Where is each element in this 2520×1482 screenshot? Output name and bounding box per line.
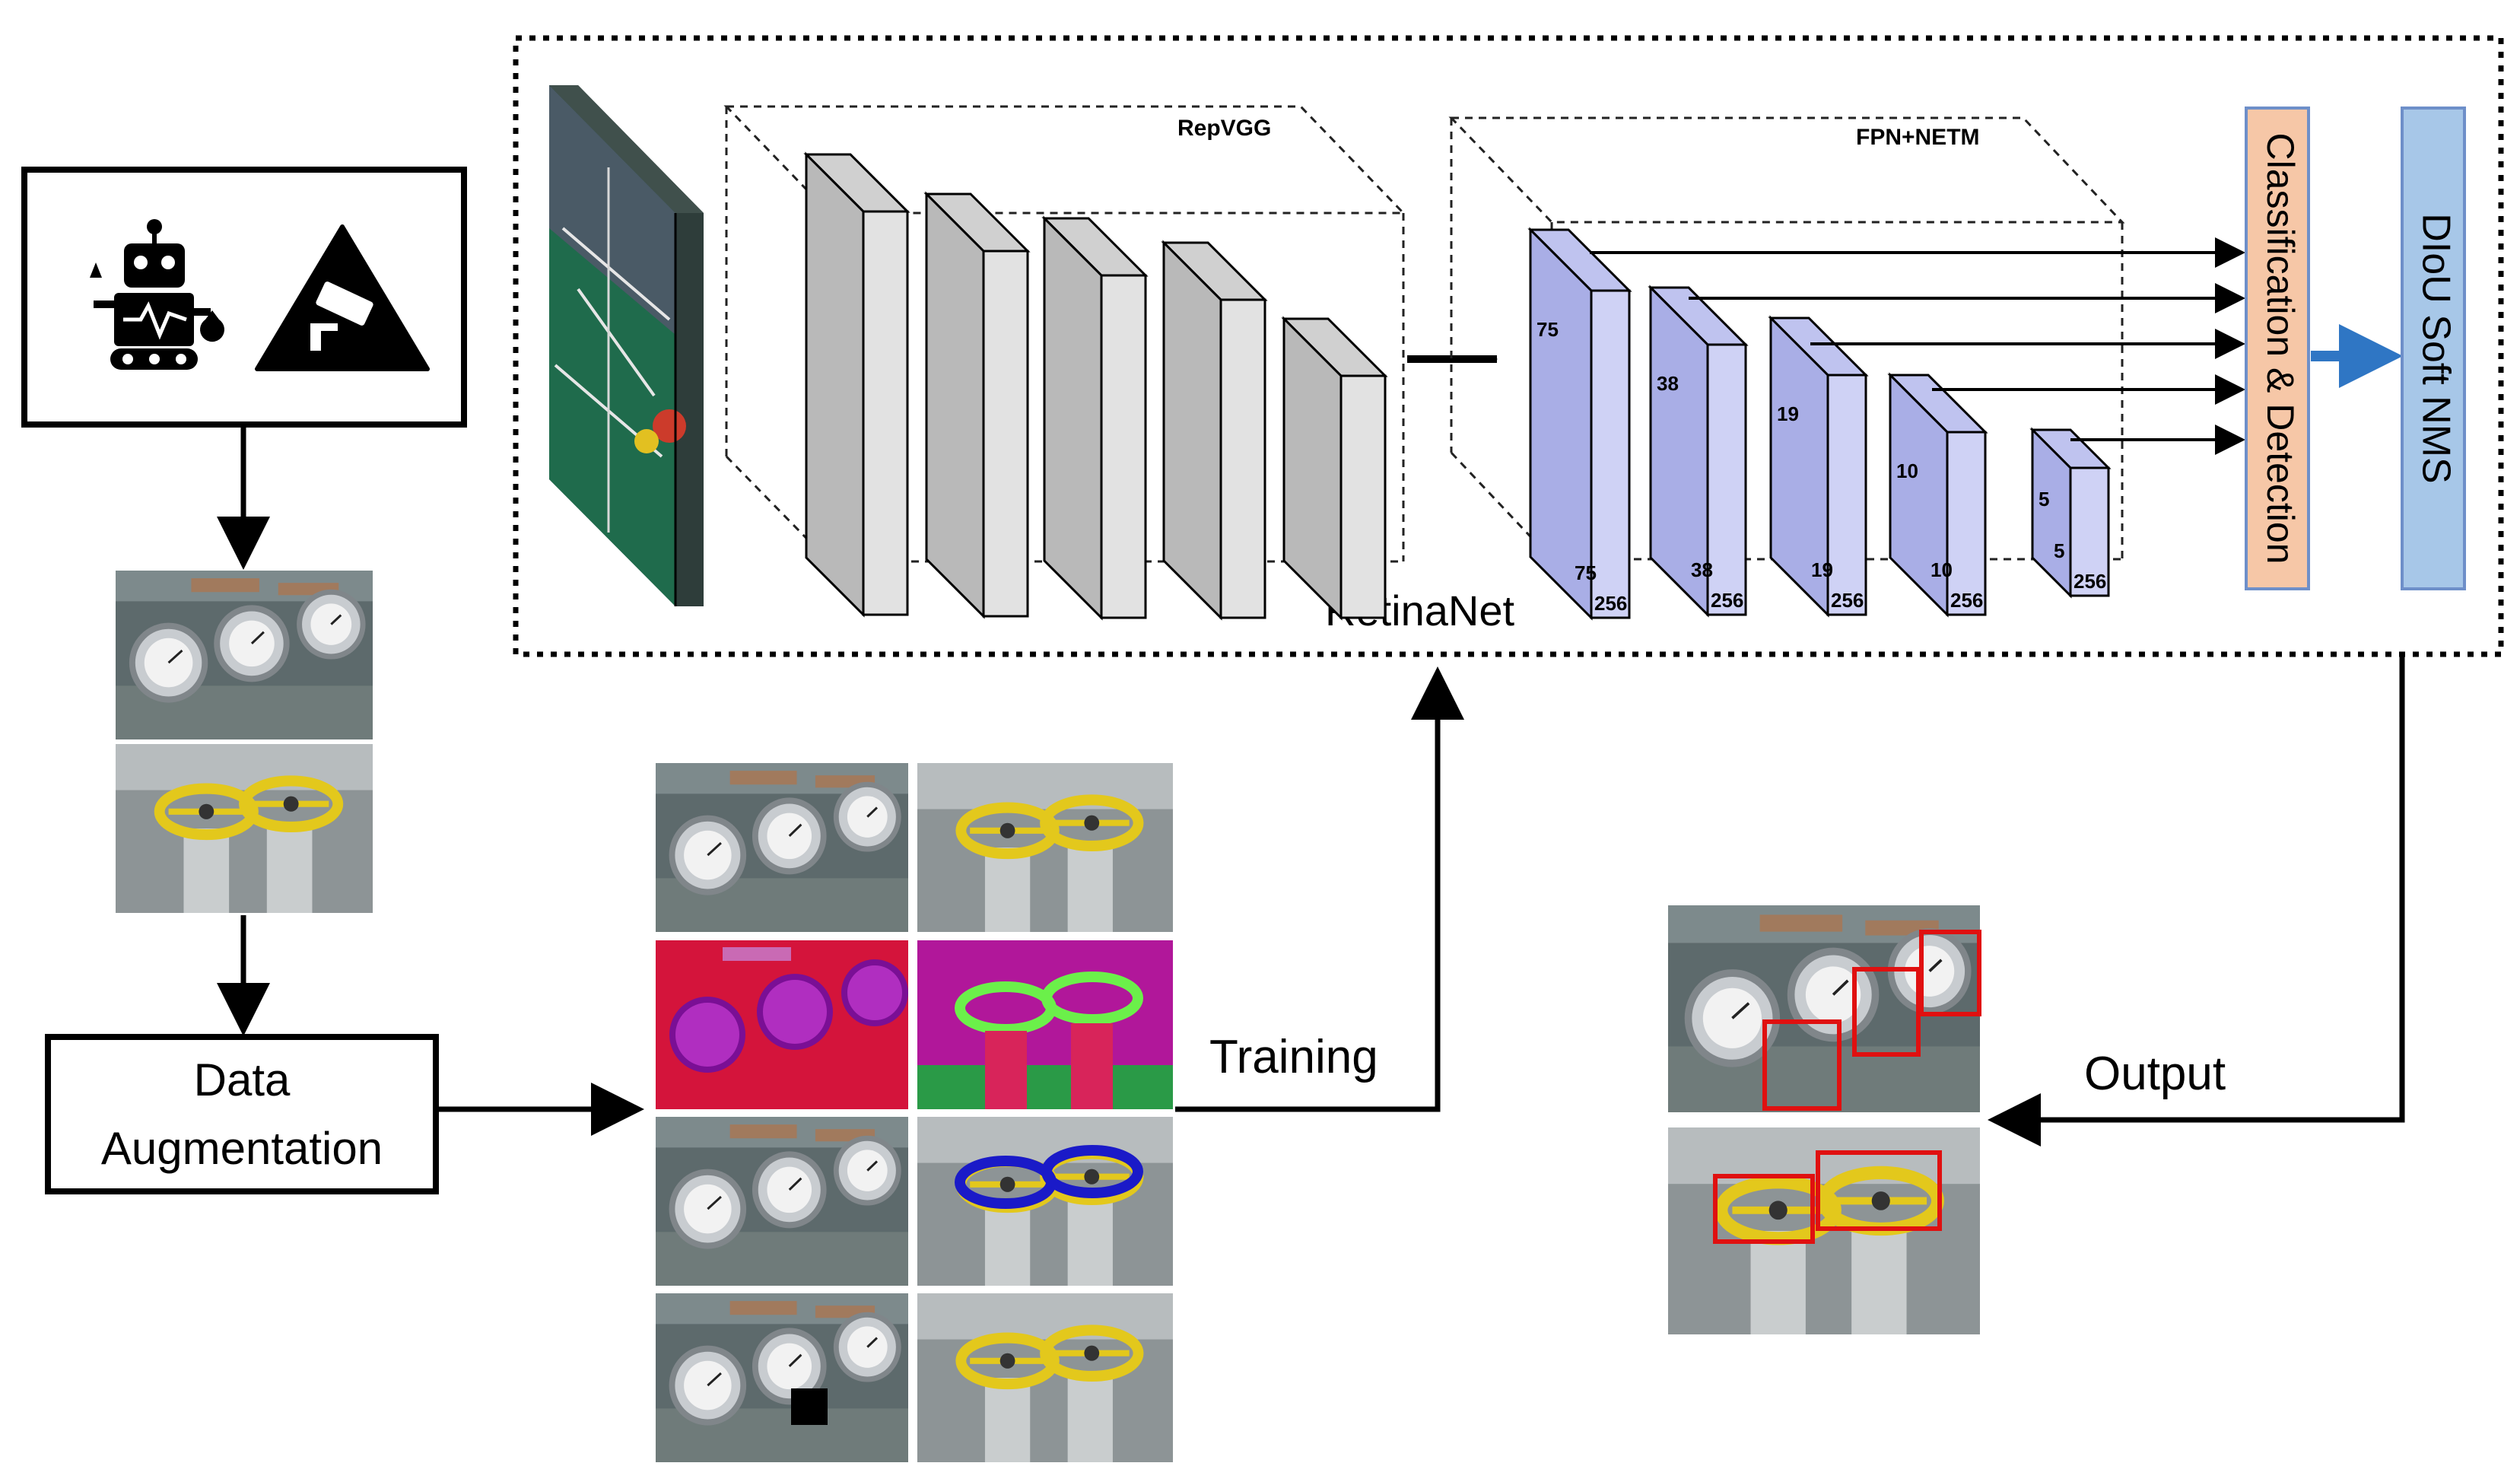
output-gauge-detections: [1668, 905, 1981, 1112]
fpn-level-left-dim: 5: [2039, 488, 2049, 510]
fpn-level-bottom-dim: 10: [1931, 558, 1953, 581]
fpn-level-left-dim: 38: [1657, 372, 1679, 395]
fpn-level-left-dim: 75: [1536, 318, 1559, 341]
augmented-samples-grid: [656, 763, 1173, 1462]
backbone-block-5: [1281, 316, 1388, 621]
robot-icon: [90, 219, 224, 370]
fpn-label: FPN+NETM: [1856, 125, 1980, 150]
fpn-level-left-dim: 19: [1777, 402, 1799, 425]
fpn-level-left-dim: 10: [1896, 460, 1918, 482]
fpn-block-5: 5 5 256: [2029, 427, 2112, 599]
surveillance-camera-icon: [255, 224, 430, 371]
input-gauge-image: [116, 571, 373, 739]
backbone-block-3: [1041, 215, 1149, 621]
sensor-box: [21, 167, 467, 428]
augmented-sample-blue-valve: [917, 1117, 1173, 1286]
classification-detection-label: Classification & Detection: [2259, 133, 2302, 564]
fpn-to-head-arrows: [1590, 237, 2245, 455]
fpn-block-3: 19 19 256: [1768, 315, 1869, 618]
fpn-level-bottom-dim: 38: [1691, 558, 1713, 581]
fpn-block-1: 75 75 256: [1527, 227, 1632, 621]
data-augmentation-line2: Augmentation: [101, 1123, 383, 1174]
training-label: Training: [1209, 1031, 1378, 1083]
backbone-block-4: [1161, 240, 1268, 621]
fpn-block-2: 38 38 256: [1648, 285, 1749, 618]
backbone-block-2: [923, 191, 1031, 619]
output-valve-detections: [1668, 1127, 1980, 1334]
diou-soft-nms-label: DIoU Soft NMS: [2414, 213, 2458, 483]
repvgg-label: RepVGG: [1177, 116, 1271, 141]
output-label: Output: [2084, 1048, 2226, 1100]
diou-soft-nms-box: [2401, 107, 2466, 590]
augmented-sample-cutout-gauge: [656, 1293, 908, 1462]
backbone-blocks: [803, 151, 1388, 621]
input-feature-image: [549, 85, 704, 606]
fpn-level-depth: 256: [1950, 589, 1983, 612]
data-augmentation-line1: Data: [194, 1054, 291, 1105]
classification-detection-box: [2245, 107, 2310, 590]
augmented-sample-hue-valve: [917, 940, 1173, 1109]
fpn-level-depth: 256: [1594, 592, 1627, 615]
backbone-block-1: [803, 151, 910, 618]
fpn-level-depth: 256: [1711, 589, 1743, 612]
fpn-block-4: 10 10 256: [1887, 372, 1988, 618]
fpn-blocks: 75 75 256 38 38 256 19 19 256 10 10 256 5 5 256: [1527, 227, 2112, 621]
fpn-level-depth: 256: [2074, 570, 2106, 593]
fpn-level-depth: 256: [1831, 589, 1864, 612]
fpn-level-bottom-dim: 19: [1811, 558, 1833, 581]
augmented-sample-hue-gauge: [656, 940, 908, 1109]
fpn-level-bottom-dim: 5: [2054, 539, 2064, 562]
data-augmentation-box: [45, 1034, 439, 1194]
input-valve-image: [116, 744, 373, 913]
augmented-sample-rotated-valve: [917, 1293, 1173, 1462]
fpn-level-bottom-dim: 75: [1575, 561, 1597, 584]
